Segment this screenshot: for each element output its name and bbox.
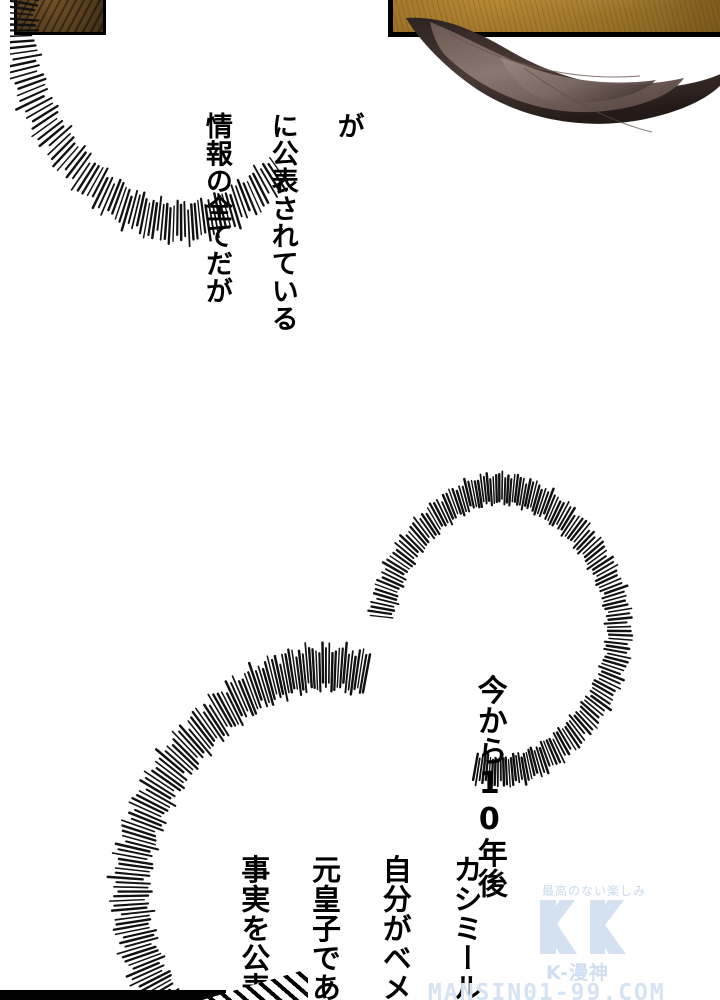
bubble-1-column-3: 情報の全てだが (200, 112, 232, 305)
watermark-site-name: K-漫神 (546, 962, 609, 984)
bubble-3-column-2: 自分がベメント帝 (378, 854, 413, 1000)
bubble-1-text: が に公表されている 情報の全てだが (166, 0, 397, 332)
watermark-tagline: 最高のない楽しみ (542, 884, 647, 898)
bubble-3-column-4: 事実を公表する (236, 854, 271, 1000)
panel-fragment-top-left (14, 0, 106, 35)
bubble-1-column-1: が (332, 112, 364, 140)
bubble-2-column-1: 今から10年後 (471, 674, 507, 899)
bubble-3-text: カシミールは 自分がベメント帝 元皇子であるとい 事実を公表する (200, 716, 518, 1000)
bubble-1-column-2: に公表されている (266, 112, 298, 333)
bubble-3-column-1: カシミールは (449, 854, 483, 1000)
bubble-3-column-3: 元皇子であるとい (307, 854, 342, 1000)
panel-fragment-top-right (388, 0, 720, 37)
bubble-2-text: 今から10年後 (436, 532, 542, 898)
watermark-k-logo-icon (540, 900, 626, 954)
watermark: 最高のない楽しみ K-漫神 MANSIN01-99.COM (428, 880, 720, 1000)
bottom-black-bar (0, 990, 226, 1000)
